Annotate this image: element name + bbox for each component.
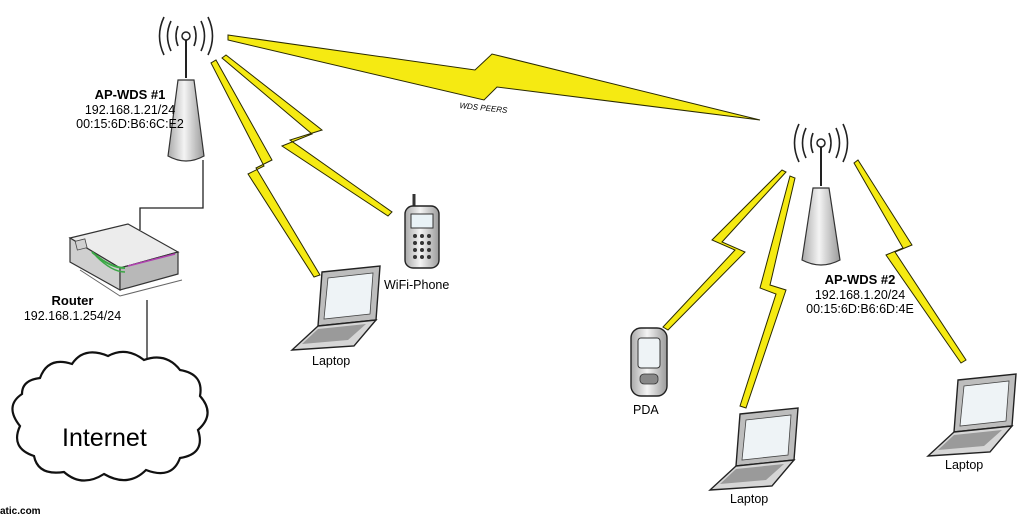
ap1-antenna-tower — [167, 79, 205, 162]
router-ip: 192.168.1.254/24 — [23, 308, 122, 323]
ap1-signal-icon — [158, 16, 214, 56]
wired-links — [139, 160, 204, 358]
router-icon — [68, 223, 183, 297]
ap2-label: AP-WDS #2 192.168.1.20/24 00:15:6D:B6:6D… — [780, 272, 940, 317]
wifi-phone-icon — [404, 194, 440, 269]
ap1-mac: 00:15:6D:B6:6C:E2 — [76, 117, 184, 132]
router-label: Router 192.168.1.254/24 — [5, 293, 140, 323]
ap1-phone-link-bolt — [221, 54, 393, 217]
router-name: Router — [51, 293, 94, 308]
ap2-laptop-link-bolt — [739, 175, 796, 409]
ap2-pda-link-bolt — [662, 169, 787, 331]
ap1-ip: 192.168.1.21/24 — [84, 102, 176, 117]
ap2-ip: 192.168.1.20/24 — [814, 287, 906, 302]
internet-cloud-icon — [11, 350, 209, 482]
ap1-laptop-link-bolt — [210, 59, 321, 278]
laptop-icon-3 — [926, 373, 1017, 457]
ap2-signal-icon — [793, 123, 849, 163]
watermark-text: atic.com — [0, 506, 41, 517]
pda-label: PDA — [633, 403, 659, 417]
ap1-device — [158, 16, 214, 162]
ap1-label: AP-WDS #1 192.168.1.21/24 00:15:6D:B6:6C… — [60, 87, 200, 132]
laptop-icon-1 — [290, 265, 381, 351]
ap2-mac: 00:15:6D:B6:6D:4E — [806, 302, 914, 317]
ap2-antenna-tower — [801, 187, 841, 266]
laptop-2-label: Laptop — [730, 492, 769, 506]
ap2-device — [793, 123, 849, 266]
wireless-links — [210, 34, 967, 409]
pda-icon — [630, 327, 668, 397]
laptop-1-label: Laptop — [312, 354, 351, 368]
laptop-3-label: Laptop — [945, 458, 984, 472]
internet-label: Internet — [62, 424, 147, 452]
laptop-icon-2 — [708, 407, 799, 491]
ap2-laptop-right-link-bolt — [853, 159, 967, 364]
wds-peer-link-bolt — [227, 34, 761, 121]
ap2-name: AP-WDS #2 — [824, 272, 896, 287]
ap1-router-cable — [139, 160, 204, 230]
wifi-phone-label: WiFi-Phone — [384, 278, 450, 292]
ap1-name: AP-WDS #1 — [94, 87, 166, 102]
